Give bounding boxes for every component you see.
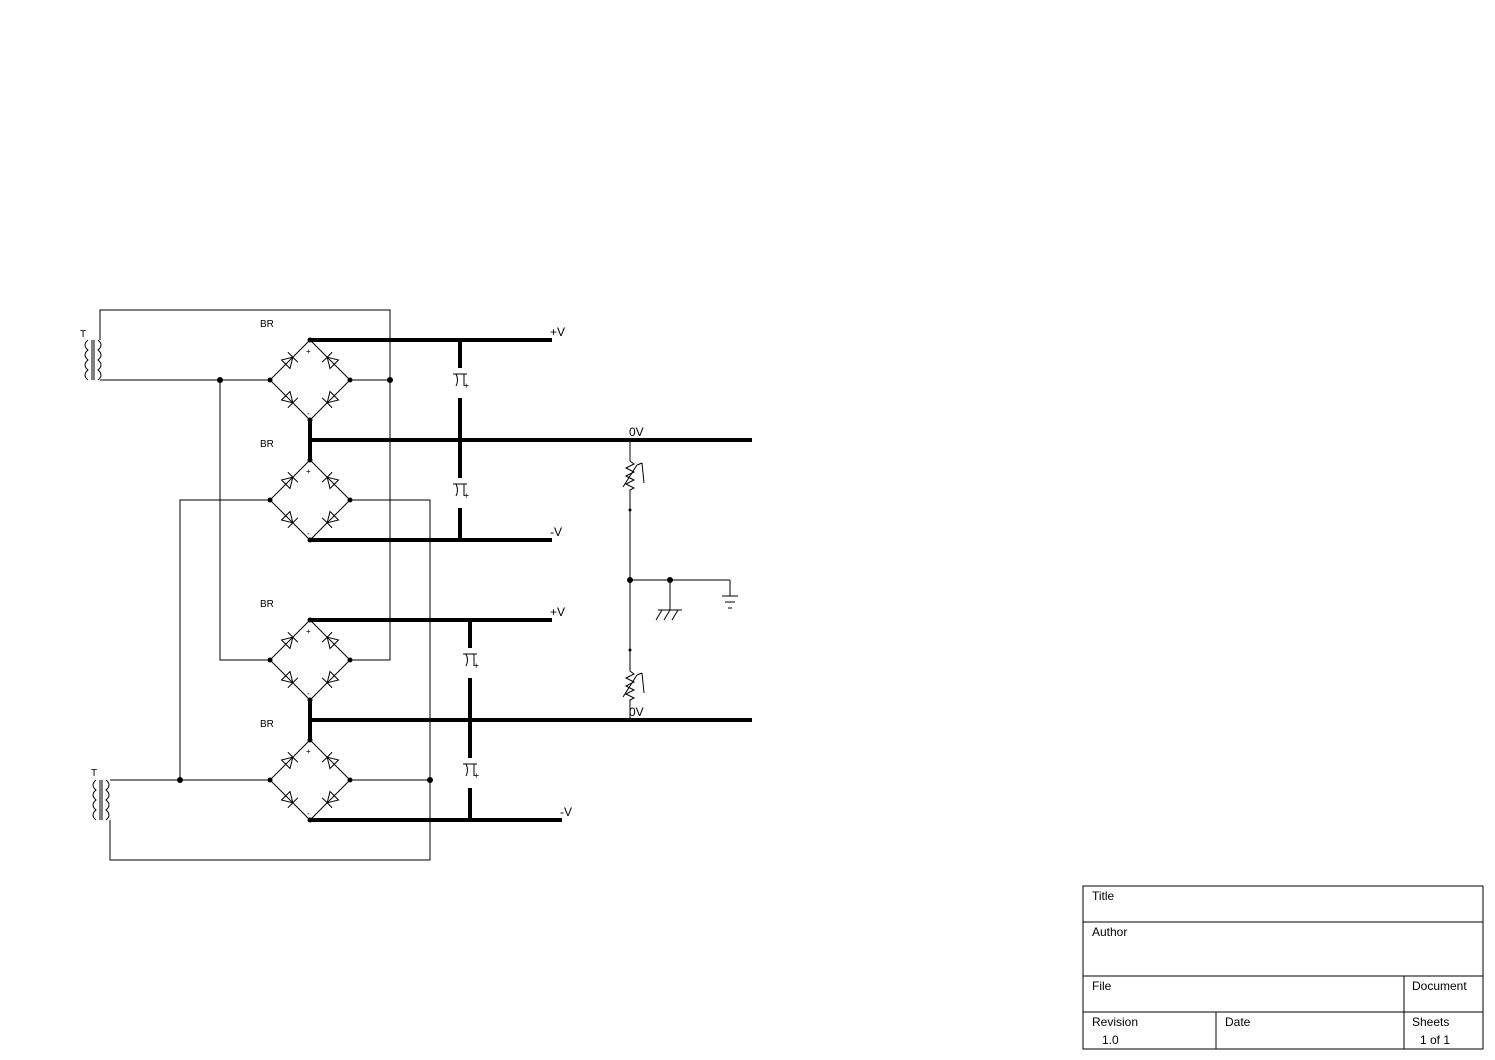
bridge-label-3: BR xyxy=(260,599,274,610)
transformer-label-bottom: T xyxy=(91,768,97,779)
upper-cap-2 xyxy=(452,483,472,499)
upper-buses xyxy=(308,338,752,542)
file-field-label: File xyxy=(1092,979,1112,993)
lower-cap-1 xyxy=(462,653,482,669)
net-label-zero-upper: 0V xyxy=(629,425,644,439)
title-field-label: Title xyxy=(1092,889,1115,903)
bridge-3: BR xyxy=(260,599,353,703)
bridge-label-4: BR xyxy=(260,719,274,730)
sheets-value: 1 of 1 xyxy=(1420,1033,1450,1047)
net-label-pos-lower: +V xyxy=(550,605,565,619)
net-label-neg-upper: -V xyxy=(550,525,562,539)
author-field-label: Author xyxy=(1092,925,1127,939)
title-block: Title Author File Document Revision 1.0 … xyxy=(1082,885,1484,1050)
lower-transformer: T xyxy=(91,768,110,821)
bridge-2: BR xyxy=(260,439,353,543)
lower-buses xyxy=(308,618,752,822)
bridge-4: BR xyxy=(260,719,353,823)
ground-network xyxy=(622,440,738,720)
upper-cap-1 xyxy=(452,373,472,389)
revision-field-label: Revision xyxy=(1092,1015,1138,1029)
upper-transformer: T xyxy=(80,329,102,381)
net-label-pos-upper: +V xyxy=(550,325,565,339)
bridge-1: BR xyxy=(260,319,353,423)
net-label-neg-lower: -V xyxy=(560,805,572,819)
net-label-zero-lower: 0V xyxy=(629,705,644,719)
revision-value: 1.0 xyxy=(1102,1033,1119,1047)
lower-cap-2 xyxy=(462,763,482,779)
transformer-label-top: T xyxy=(80,329,86,340)
date-field-label: Date xyxy=(1225,1015,1251,1029)
bridge-label-2: BR xyxy=(260,439,274,450)
document-field-label: Document xyxy=(1412,979,1467,993)
sheets-field-label: Sheets xyxy=(1412,1015,1449,1029)
bridge-label-1: BR xyxy=(260,319,274,330)
